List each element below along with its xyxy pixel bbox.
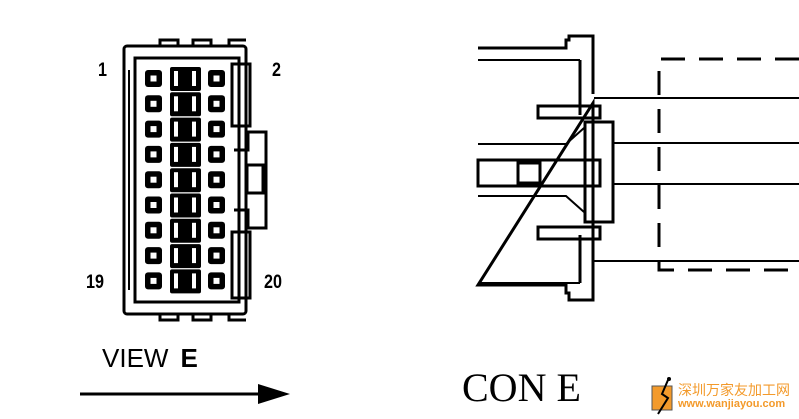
terminal-block: [583, 120, 615, 224]
connector-title: CON E: [462, 365, 581, 410]
wires: [594, 97, 799, 262]
view-arrow: [80, 384, 290, 404]
bottom-tabs: [158, 314, 246, 322]
top-tabs: [158, 38, 246, 46]
connector-side-view: [475, 34, 799, 302]
watermark-chinese: 深圳万家友加工网: [678, 382, 790, 398]
body-outline: [475, 34, 595, 302]
lower-clip: [536, 225, 602, 241]
latch-lower: [230, 230, 252, 300]
upper-clip: [536, 104, 602, 120]
pin-label-19: 19: [86, 272, 104, 293]
lock-window: [245, 163, 265, 195]
center-bar: [476, 158, 602, 188]
watermark-logo-icon: [651, 377, 673, 415]
view-label: VIEW: [102, 343, 169, 373]
view-letter: E: [180, 343, 198, 373]
pin-label-1: 1: [98, 60, 107, 81]
housing-inner: [133, 56, 241, 304]
pin-rows: [145, 67, 225, 294]
pin-label-20: 20: [264, 272, 282, 293]
latch-upper: [230, 62, 252, 128]
pin-label-2: 2: [272, 60, 281, 81]
watermark-url: www.wanjiayou.com: [678, 398, 786, 410]
center-latch: [516, 161, 542, 185]
view-title: VIEW E: [102, 343, 198, 374]
lock-tab: [234, 130, 268, 230]
connector-face-view: [122, 38, 268, 322]
dashed-boundary: [657, 57, 799, 272]
watermark: 深圳万家友加工网 www.wanjiayou.com: [650, 377, 799, 417]
